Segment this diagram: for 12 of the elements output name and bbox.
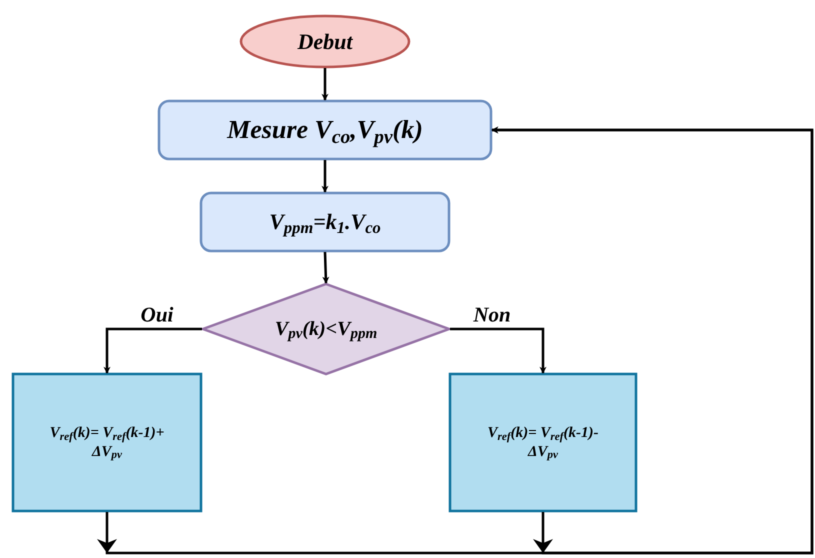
process-box [158, 100, 492, 160]
node-text: V$_{ref}$(k)= V$_{ref}$(k-1)- ΔV$_{pv}$ [486, 424, 600, 462]
node-text: Debut [298, 28, 352, 56]
node-text: Mesure V$_{co}$,V$_{pv}$(k) [227, 114, 423, 146]
node-text: V$_{ppm}$=k$_{1}$.V$_{co}$ [269, 208, 381, 236]
process-box [448, 372, 638, 512]
process-box [12, 372, 202, 512]
node-text: V$_{pv}$(k)<V$_{ppm}$ [274, 316, 378, 342]
process-box [200, 192, 450, 252]
start-ellipse [240, 14, 410, 68]
node-text: V$_{ref}$(k)= V$_{ref}$(k-1)+ ΔV$_{pv}$ [48, 424, 166, 462]
decision-diamond [199, 282, 453, 376]
